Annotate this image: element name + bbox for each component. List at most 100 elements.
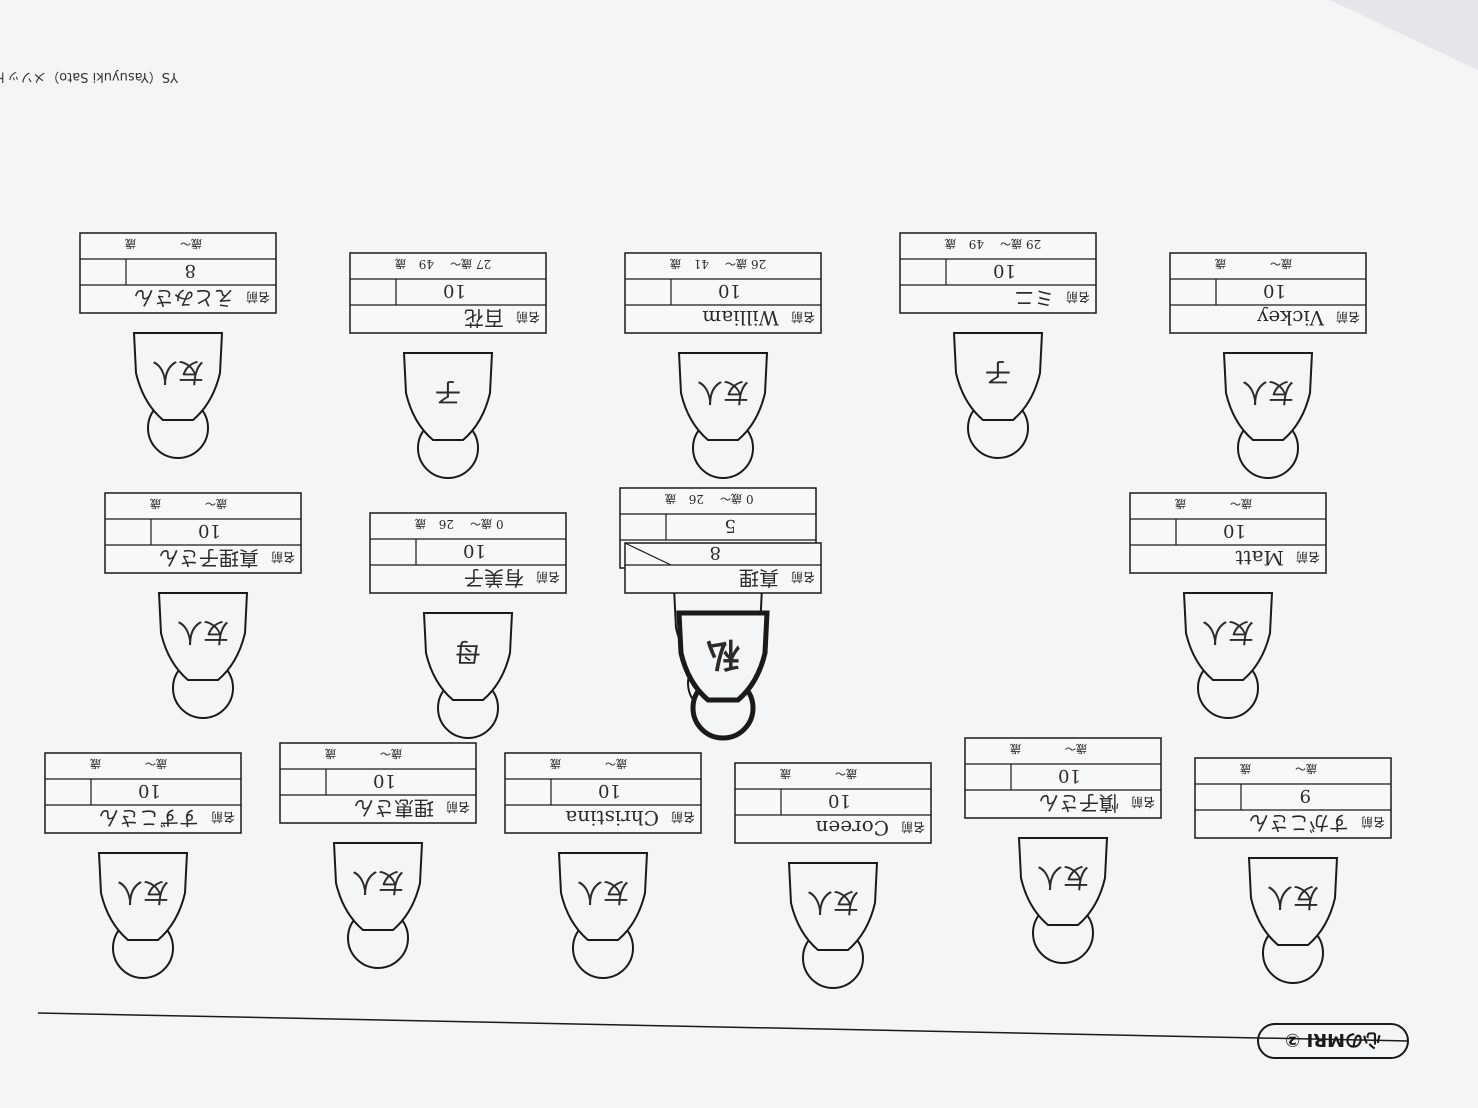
figure-role-label: 友人: [117, 876, 169, 906]
person-name: Matt: [1236, 546, 1284, 570]
closeness-score: 8: [185, 260, 196, 281]
figure-role-label: 友人: [1202, 616, 1254, 646]
age-sep-label: 歳〜: [1295, 762, 1317, 775]
closeness-score: 10: [598, 780, 621, 801]
closeness-score: 10: [463, 540, 486, 561]
figure-body: [1247, 857, 1339, 946]
closeness-score: 8: [710, 542, 721, 563]
person-name: Vickey: [1256, 306, 1325, 330]
figure-body: [1222, 352, 1314, 441]
name-card: [504, 752, 702, 834]
age-unit-label: 歳: [780, 767, 791, 780]
name-label: 名前: [901, 820, 925, 835]
age-sep-label: 歳〜: [725, 257, 747, 270]
age-to: 41: [694, 257, 709, 271]
age-sep-label: 歳〜: [1065, 742, 1087, 755]
age-unit-label: 歳: [325, 747, 336, 760]
figure-body: [402, 352, 494, 441]
name-label: 名前: [211, 810, 235, 825]
figure-role-label: 友人: [697, 376, 749, 406]
age-sep-label: 歳〜: [450, 257, 472, 270]
age-from: 26: [751, 257, 766, 271]
name-card: [369, 512, 567, 594]
closeness-score: 10: [138, 780, 161, 801]
age-unit-label: 歳: [125, 237, 136, 250]
figure-body: [676, 610, 770, 703]
age-sep-label: 歳〜: [145, 757, 167, 770]
age-sep-label: 歳〜: [205, 497, 227, 510]
age-from: 0: [746, 492, 754, 506]
figure-body: [952, 332, 1044, 421]
closeness-score: 10: [993, 260, 1016, 281]
name-card: [1194, 757, 1392, 839]
name-label: 名前: [1361, 815, 1385, 830]
figure-role-label: 私: [706, 634, 740, 674]
person-name: 真理: [739, 566, 779, 590]
age-sep-label: 歳〜: [605, 757, 627, 770]
age-sep-label: 歳〜: [720, 492, 742, 505]
figure-body: [1017, 837, 1109, 926]
person-name: ミニ: [1014, 286, 1054, 310]
person-name: 真理子さん: [159, 546, 259, 570]
age-unit-label: 歳: [1175, 497, 1186, 510]
figure-body: [422, 612, 514, 701]
name-label: 名前: [446, 800, 470, 815]
name-label: 名前: [1296, 550, 1320, 565]
figure-body: [557, 852, 649, 941]
figure-role-label: 友人: [152, 356, 204, 386]
name-card: [624, 252, 822, 334]
age-to: 26: [439, 517, 454, 531]
age-unit-label: 歳: [1215, 257, 1226, 270]
figure-body: [157, 592, 249, 681]
name-card: [1169, 252, 1367, 334]
age-unit-label: 歳: [945, 237, 956, 250]
figure-role-label: 母: [455, 636, 481, 666]
figure-body: [677, 352, 769, 441]
person-name: 百花: [464, 306, 504, 330]
name-card: [899, 232, 1097, 314]
name-card: [44, 752, 242, 834]
closeness-score: 5: [725, 515, 736, 536]
person-name: 有美子: [464, 566, 524, 590]
name-label: 名前: [1336, 310, 1360, 325]
name-card: [734, 762, 932, 844]
age-from: 0: [496, 517, 504, 531]
figure-role-label: 友人: [177, 616, 229, 646]
figure-role-label: 子: [985, 356, 1011, 386]
closeness-score: 9: [1300, 785, 1311, 806]
age-sep-label: 歳〜: [380, 747, 402, 760]
age-unit-label: 歳: [150, 497, 161, 510]
age-unit-label: 歳: [1240, 762, 1251, 775]
figure-body: [97, 852, 189, 941]
figure-role-label: 友人: [1242, 376, 1294, 406]
closeness-score: 10: [198, 520, 221, 541]
age-sep-label: 歳〜: [1270, 257, 1292, 270]
name-label: 名前: [516, 310, 540, 325]
age-to: 49: [969, 237, 984, 251]
name-card: [79, 232, 277, 314]
person-name: えとみさん: [134, 286, 234, 310]
person-name: Coreen: [815, 816, 889, 840]
figure-body: [787, 862, 879, 951]
age-sep-label: 歳〜: [1230, 497, 1252, 510]
worksheet-credit: YS（Yasuyuki Sato）メソッド: [0, 69, 179, 84]
age-unit-label: 歳: [665, 492, 676, 505]
name-label: 名前: [271, 550, 295, 565]
name-card: [349, 252, 547, 334]
age-sep-label: 歳〜: [180, 237, 202, 250]
person-name: 慎子さん: [1039, 791, 1119, 815]
name-label: 名前: [1131, 795, 1155, 810]
